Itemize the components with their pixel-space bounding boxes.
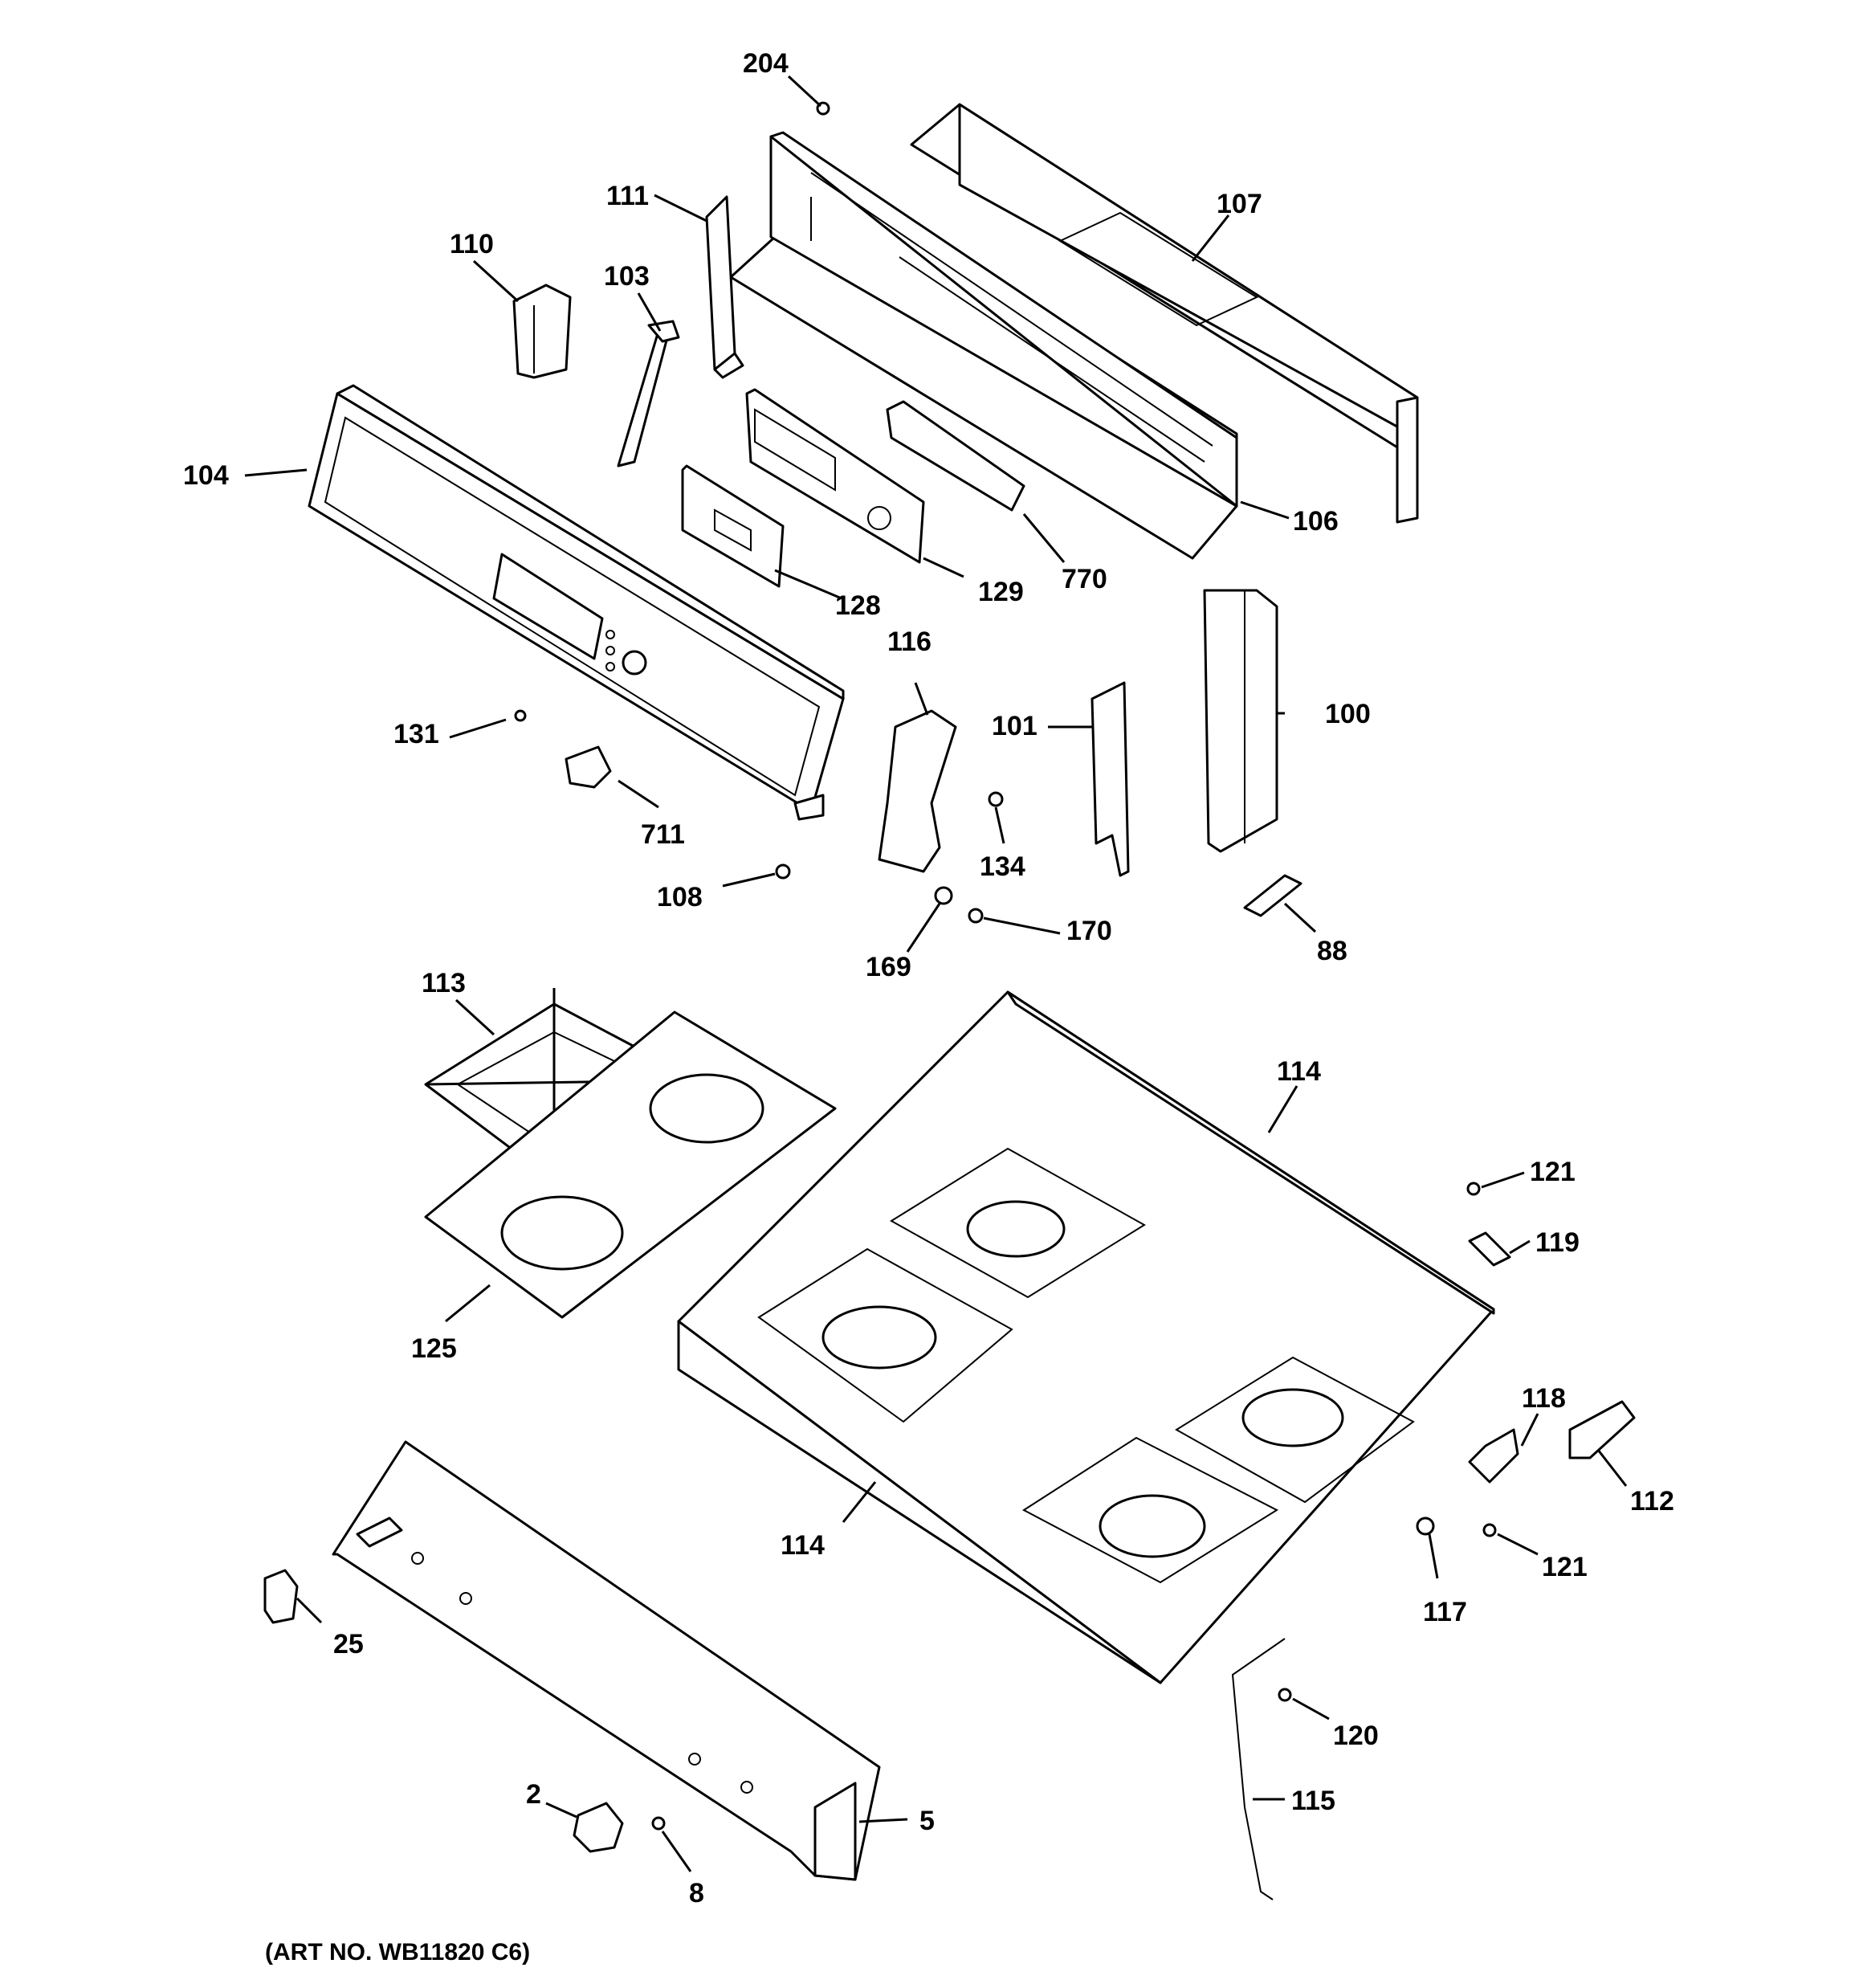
label-117: 117 [1423, 1597, 1467, 1627]
label-5: 5 [919, 1806, 935, 1836]
label-121-top: 121 [1530, 1157, 1576, 1187]
label-115: 115 [1291, 1786, 1335, 1816]
label-125: 125 [411, 1333, 457, 1364]
small-hardware [514, 101, 1302, 924]
part-120-screw [1278, 1688, 1292, 1702]
label-104: 104 [183, 460, 229, 491]
part-114-cooktop [677, 990, 1495, 1684]
part-118-bracket [1468, 1428, 1519, 1484]
label-129: 129 [978, 577, 1024, 607]
label-110: 110 [450, 229, 494, 259]
part-88-spacer [1243, 874, 1302, 917]
part-5-manifold-panel [332, 1440, 881, 1881]
label-118: 118 [1522, 1383, 1566, 1414]
label-8: 8 [689, 1878, 704, 1908]
part-711-knob [565, 745, 612, 789]
part-2-knob [573, 1802, 624, 1853]
part-25-switch [263, 1569, 299, 1624]
label-169: 169 [866, 952, 911, 982]
part-134-screw [988, 791, 1004, 807]
part-125-drip-pan [424, 1010, 837, 1319]
label-101: 101 [992, 711, 1037, 741]
part-170-screw [968, 908, 984, 924]
label-131: 131 [393, 719, 439, 749]
part-121-screw-top [1466, 1182, 1481, 1196]
label-114-top: 114 [1277, 1056, 1321, 1087]
part-101-bracket [1090, 681, 1130, 877]
label-114-bottom: 114 [781, 1530, 825, 1561]
part-8-screw [651, 1816, 666, 1831]
part-108-screw [775, 863, 791, 880]
label-88: 88 [1317, 936, 1347, 966]
label-100: 100 [1325, 699, 1371, 729]
part-103-tube [617, 320, 680, 467]
part-770-cover [886, 400, 1025, 512]
label-770: 770 [1062, 564, 1107, 594]
label-121-bottom: 121 [1542, 1552, 1588, 1582]
label-112: 112 [1630, 1486, 1674, 1517]
part-129-control-board [745, 388, 925, 564]
part-128-overlay [681, 464, 785, 588]
part-111-bracket [705, 195, 744, 379]
label-111: 111 [606, 181, 649, 211]
label-128: 128 [835, 590, 881, 621]
part-169-washer [934, 886, 953, 905]
label-2: 2 [526, 1779, 541, 1810]
label-107: 107 [1217, 189, 1262, 219]
label-25: 25 [333, 1629, 364, 1659]
art-number: (ART NO. WB11820 C6) [265, 1939, 530, 1966]
part-121-screw-bottom [1482, 1523, 1497, 1537]
label-106: 106 [1293, 506, 1339, 537]
part-labels: 204 111 107 110 103 104 106 128 129 770 … [183, 48, 1674, 1908]
right-side-hardware [1231, 1182, 1636, 1900]
label-120: 120 [1333, 1721, 1379, 1751]
leader-lines [244, 75, 1628, 1872]
label-113: 113 [422, 968, 466, 998]
label-108: 108 [657, 882, 703, 912]
part-112-clip [1568, 1400, 1636, 1459]
part-100-side-panel [1203, 589, 1278, 853]
part-119-bracket [1468, 1231, 1511, 1267]
label-204: 204 [743, 48, 789, 79]
label-103: 103 [604, 261, 650, 292]
part-131-plug [514, 709, 527, 722]
part-107-rear-cover [910, 103, 1419, 524]
part-117-nut [1416, 1517, 1435, 1536]
part-110-switch [512, 284, 572, 379]
label-170: 170 [1066, 916, 1112, 946]
label-134: 134 [980, 851, 1025, 882]
part-115-rod [1231, 1638, 1286, 1900]
label-711: 711 [641, 819, 685, 850]
label-119: 119 [1535, 1227, 1580, 1258]
part-116-handle-bracket [878, 709, 957, 873]
part-104-control-panel [308, 384, 845, 821]
label-116: 116 [887, 627, 932, 657]
part-106-backsplash-support [729, 131, 1238, 560]
